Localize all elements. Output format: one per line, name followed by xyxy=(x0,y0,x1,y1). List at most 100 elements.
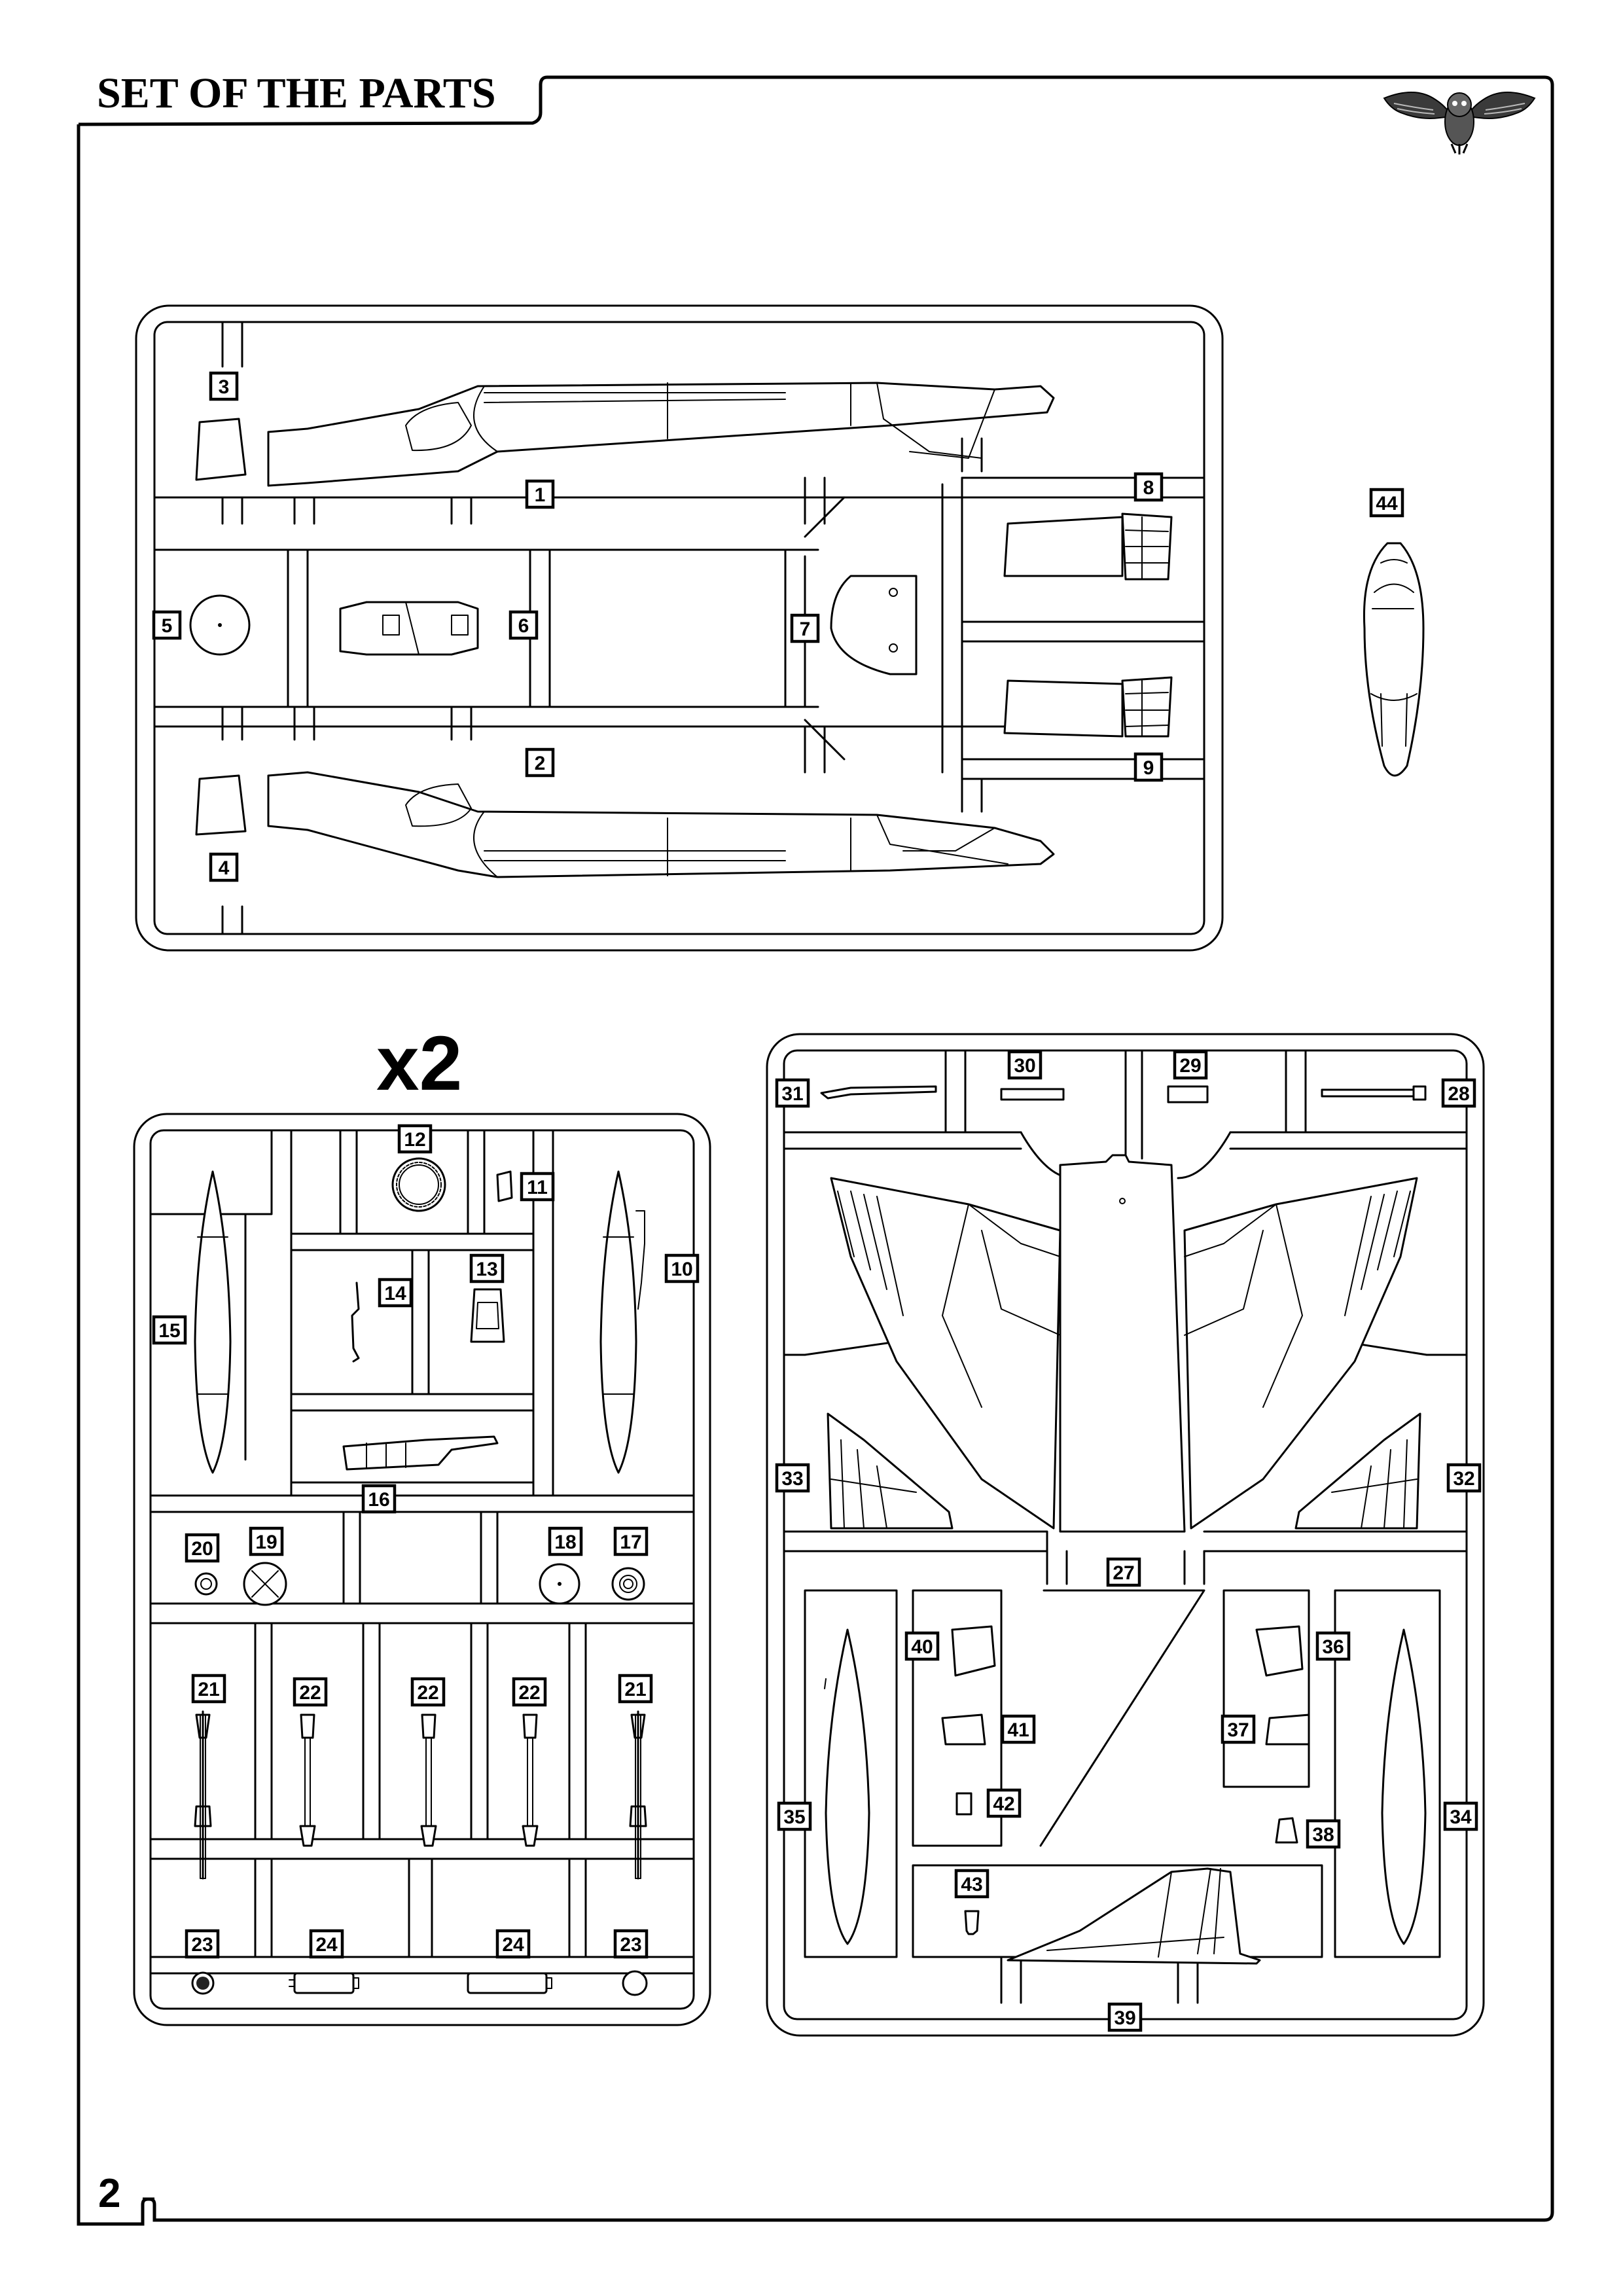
part-label-21: 21 xyxy=(191,1674,226,1704)
svg-text:24: 24 xyxy=(502,1934,524,1956)
svg-text:22: 22 xyxy=(299,1682,321,1704)
owl-icon xyxy=(1383,92,1536,154)
part-36 xyxy=(1255,1625,1304,1677)
part-33-stabilizer xyxy=(827,1412,954,1530)
part-label-43: 43 xyxy=(954,1869,990,1899)
part-9 xyxy=(1003,676,1173,738)
part-label-13: 13 xyxy=(469,1253,505,1283)
svg-text:20: 20 xyxy=(191,1538,213,1560)
part-17 xyxy=(611,1567,645,1601)
part-label-42: 42 xyxy=(986,1788,1022,1818)
part-label-1: 1 xyxy=(525,479,555,509)
svg-text:31: 31 xyxy=(781,1083,803,1105)
part-22-missile xyxy=(420,1713,437,1847)
part-23 xyxy=(622,1970,648,1996)
part-41 xyxy=(941,1713,986,1746)
part-label-10: 10 xyxy=(664,1253,700,1283)
svg-text:18: 18 xyxy=(554,1532,576,1553)
part-13 xyxy=(470,1288,505,1343)
part-31 xyxy=(820,1085,937,1100)
part-label-31: 31 xyxy=(775,1078,810,1108)
part-2-fuselage-half xyxy=(267,771,1055,878)
svg-text:7: 7 xyxy=(800,619,811,640)
svg-text:15: 15 xyxy=(158,1320,180,1342)
svg-text:10: 10 xyxy=(671,1259,692,1280)
part-label-23: 23 xyxy=(185,1929,220,1959)
svg-text:11: 11 xyxy=(527,1177,548,1198)
svg-text:8: 8 xyxy=(1143,477,1154,499)
svg-text:23: 23 xyxy=(191,1934,213,1956)
svg-text:43: 43 xyxy=(961,1874,982,1895)
part-21-missile xyxy=(629,1710,647,1880)
svg-text:29: 29 xyxy=(1179,1055,1201,1077)
part-19 xyxy=(243,1562,287,1606)
part-label-39: 39 xyxy=(1107,2002,1143,2032)
part-22-missile xyxy=(299,1713,316,1847)
part-label-19: 19 xyxy=(249,1526,284,1556)
svg-text:4: 4 xyxy=(219,857,230,879)
svg-text:22: 22 xyxy=(518,1682,540,1704)
svg-text:40: 40 xyxy=(911,1636,933,1658)
part-label-40: 40 xyxy=(904,1631,940,1661)
part-10-drop-tank xyxy=(599,1170,645,1474)
part-44-canopy xyxy=(1363,542,1425,777)
svg-text:6: 6 xyxy=(518,615,529,637)
sprue-c xyxy=(133,1113,711,2026)
part-label-24: 24 xyxy=(495,1929,531,1959)
part-label-7: 7 xyxy=(790,613,820,643)
svg-text:38: 38 xyxy=(1312,1824,1334,1846)
part-21-missile xyxy=(194,1710,212,1880)
part-label-5: 5 xyxy=(152,610,182,640)
part-label-41: 41 xyxy=(1001,1714,1036,1744)
part-35-tank xyxy=(824,1628,870,1945)
sprue-b xyxy=(766,1033,1485,2037)
svg-text:17: 17 xyxy=(620,1532,641,1553)
part-label-16: 16 xyxy=(361,1484,397,1514)
svg-text:3: 3 xyxy=(219,376,230,398)
part-label-29: 29 xyxy=(1173,1050,1208,1080)
svg-text:28: 28 xyxy=(1448,1083,1469,1105)
part-42 xyxy=(955,1792,972,1816)
part-11 xyxy=(496,1170,513,1202)
part-1-fuselage-half xyxy=(267,382,1055,487)
svg-text:21: 21 xyxy=(624,1679,646,1700)
svg-text:21: 21 xyxy=(198,1679,219,1700)
part-label-36: 36 xyxy=(1315,1631,1351,1661)
part-29 xyxy=(1167,1085,1209,1103)
part-label-22: 22 xyxy=(293,1677,328,1707)
part-14-strut xyxy=(351,1282,360,1363)
svg-text:44: 44 xyxy=(1376,493,1398,514)
part-39-fin xyxy=(1007,1867,1261,1965)
svg-text:9: 9 xyxy=(1143,757,1154,779)
part-34-tank xyxy=(1381,1628,1427,1945)
sprue-a xyxy=(135,304,1224,952)
part-label-18: 18 xyxy=(548,1526,583,1556)
part-30 xyxy=(1000,1088,1065,1101)
part-22-missile xyxy=(522,1713,539,1847)
part-label-28: 28 xyxy=(1441,1078,1476,1108)
part-label-37: 37 xyxy=(1221,1714,1256,1744)
svg-text:24: 24 xyxy=(315,1934,338,1956)
svg-text:36: 36 xyxy=(1322,1636,1344,1658)
page-number: 2 xyxy=(98,2171,120,2216)
part-24 xyxy=(289,1972,359,1994)
part-label-15: 15 xyxy=(152,1315,187,1345)
svg-text:39: 39 xyxy=(1114,2007,1135,2029)
part-label-27: 27 xyxy=(1106,1557,1141,1587)
part-label-3: 3 xyxy=(209,371,239,401)
part-label-2: 2 xyxy=(525,747,555,778)
svg-text:30: 30 xyxy=(1014,1055,1035,1077)
part-label-9: 9 xyxy=(1133,752,1164,782)
svg-text:12: 12 xyxy=(404,1129,425,1151)
page-frame-bottom-tab xyxy=(143,2197,154,2201)
part-label-23: 23 xyxy=(613,1929,649,1959)
svg-text:34: 34 xyxy=(1450,1806,1472,1828)
part-15-drop-tank xyxy=(194,1170,232,1474)
part-label-22: 22 xyxy=(512,1677,547,1707)
part-40 xyxy=(951,1625,996,1677)
part-label-35: 35 xyxy=(777,1801,812,1831)
part-7 xyxy=(830,575,918,675)
svg-text:1: 1 xyxy=(535,484,546,506)
part-28 xyxy=(1321,1085,1427,1101)
